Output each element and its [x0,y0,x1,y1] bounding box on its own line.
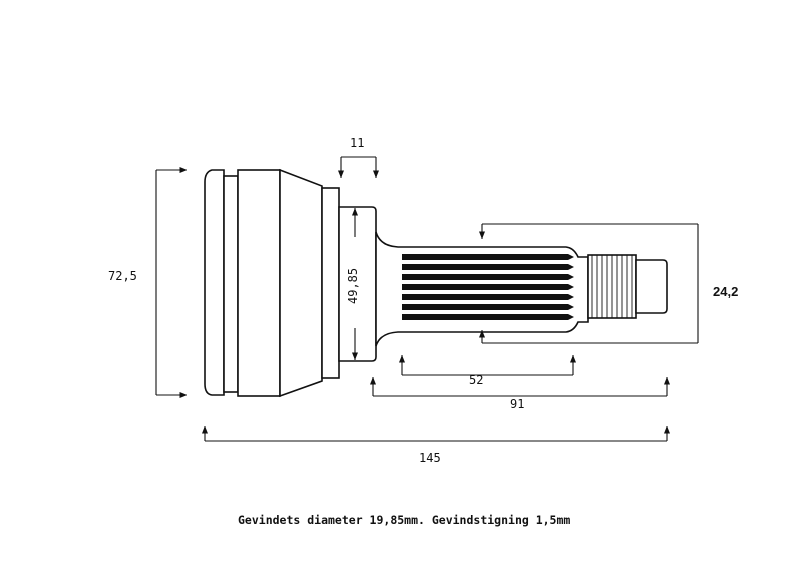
joint-housing [204,168,377,398]
dim-label-shaft-length: 91 [510,397,524,411]
dim-total-length: 145 [201,426,671,465]
threaded-end [587,254,668,319]
dim-label-width: 11 [350,136,364,150]
thread-caption: Gevindets diameter 19,85mm. Gevindstigni… [238,513,570,527]
dim-height-left: 72,5 [108,166,187,399]
splined-shaft [375,231,589,347]
dim-thread-diameter: 24,2 [478,223,738,344]
dim-spline-length: 52 [398,355,577,387]
thread-lines [591,255,633,318]
dim-width-top: 11 [337,136,380,178]
dim-label-thread-diameter: 24,2 [713,284,738,299]
dim-label-total-length: 145 [419,451,441,465]
dim-shaft-diameter: 49,85 [346,208,360,360]
dim-label-height: 72,5 [108,269,137,283]
dim-label-shaft-diameter: 49,85 [346,268,360,304]
spline-grooves [402,254,574,320]
dim-shaft-length: 91 [369,377,671,411]
dim-label-spline-length: 52 [469,373,483,387]
